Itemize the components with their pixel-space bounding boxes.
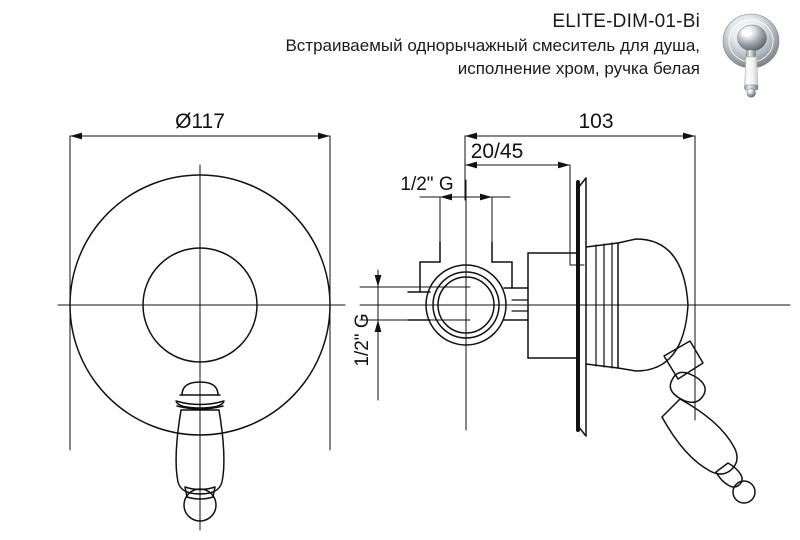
thread-top-arrow-left xyxy=(440,193,452,201)
inset-dim-arrow-left xyxy=(465,161,477,169)
collar-bottom xyxy=(585,363,619,369)
product-photo xyxy=(712,8,790,108)
thread-top-arrow-right xyxy=(480,193,492,201)
front-dim-arrow-left xyxy=(70,132,82,140)
photo-lever-ball-tip xyxy=(746,88,756,98)
product-header: ELITE-DIM-01-Bi Встраиваемый однорычажны… xyxy=(180,10,700,80)
front-outer-circle xyxy=(69,174,331,436)
side-view-centerlines xyxy=(359,179,791,431)
lever-neck xyxy=(663,340,704,380)
side-inlet-port-circles xyxy=(425,264,507,346)
port-inner-circle xyxy=(437,276,495,334)
side-view-depth-dimension xyxy=(464,132,696,421)
depth-dim-arrow-left xyxy=(465,132,477,140)
side-dome-cap xyxy=(617,238,689,372)
thread-side-dimension xyxy=(359,269,471,401)
thread-side-arrow-bottom xyxy=(374,320,382,332)
thread-top-dimension xyxy=(419,193,511,243)
side-lever-handle xyxy=(661,340,756,504)
product-sku: ELITE-DIM-01-Bi xyxy=(552,11,700,32)
front-handle-stub xyxy=(181,381,219,396)
flange-chamfer-top xyxy=(577,177,587,189)
lever-tip-ring xyxy=(715,462,743,488)
photo-dome-highlight xyxy=(741,29,753,37)
lever-collar-ring xyxy=(669,371,706,404)
product-description-line-2: исполнение хром, ручка белая xyxy=(457,59,700,78)
inset-leader-hook xyxy=(569,249,585,266)
thread-side-label: 1/2" G xyxy=(352,313,373,366)
front-lever-ball-tip xyxy=(183,488,217,522)
port-outer-circle xyxy=(425,264,507,346)
lever-body xyxy=(661,398,738,475)
front-view-centerlines xyxy=(57,164,346,531)
side-inlet-pipe-top xyxy=(419,241,513,293)
side-flange-plate xyxy=(576,177,587,437)
thread-top-label: 1/2" G xyxy=(400,174,453,195)
front-handle-collar-line xyxy=(176,405,224,410)
side-ribbed-collar xyxy=(585,242,619,369)
port-mid-circle xyxy=(432,271,500,339)
thread-side-arrow-top xyxy=(374,275,382,287)
depth-dim-arrow-right xyxy=(683,132,695,140)
front-handle-collar-ring xyxy=(175,400,225,409)
photo-lever-handle xyxy=(744,56,759,86)
front-inner-circle xyxy=(142,247,258,363)
lever-ball-tip xyxy=(732,480,756,504)
side-inset-label: 20/45 xyxy=(471,140,524,163)
flange-chamfer-bottom xyxy=(577,425,587,437)
collar-top xyxy=(585,242,619,248)
side-depth-label: 103 xyxy=(578,110,613,133)
front-dim-arrow-right xyxy=(318,132,330,140)
inset-dim-arrow-right xyxy=(558,161,570,169)
side-view-inset-dimension xyxy=(464,161,571,251)
front-diameter-label: Ø117 xyxy=(175,110,225,133)
product-photo-svg xyxy=(722,13,780,98)
dome-outline xyxy=(617,238,689,372)
product-description-line-1: Встраиваемый однорычажный смеситель для … xyxy=(285,36,700,55)
